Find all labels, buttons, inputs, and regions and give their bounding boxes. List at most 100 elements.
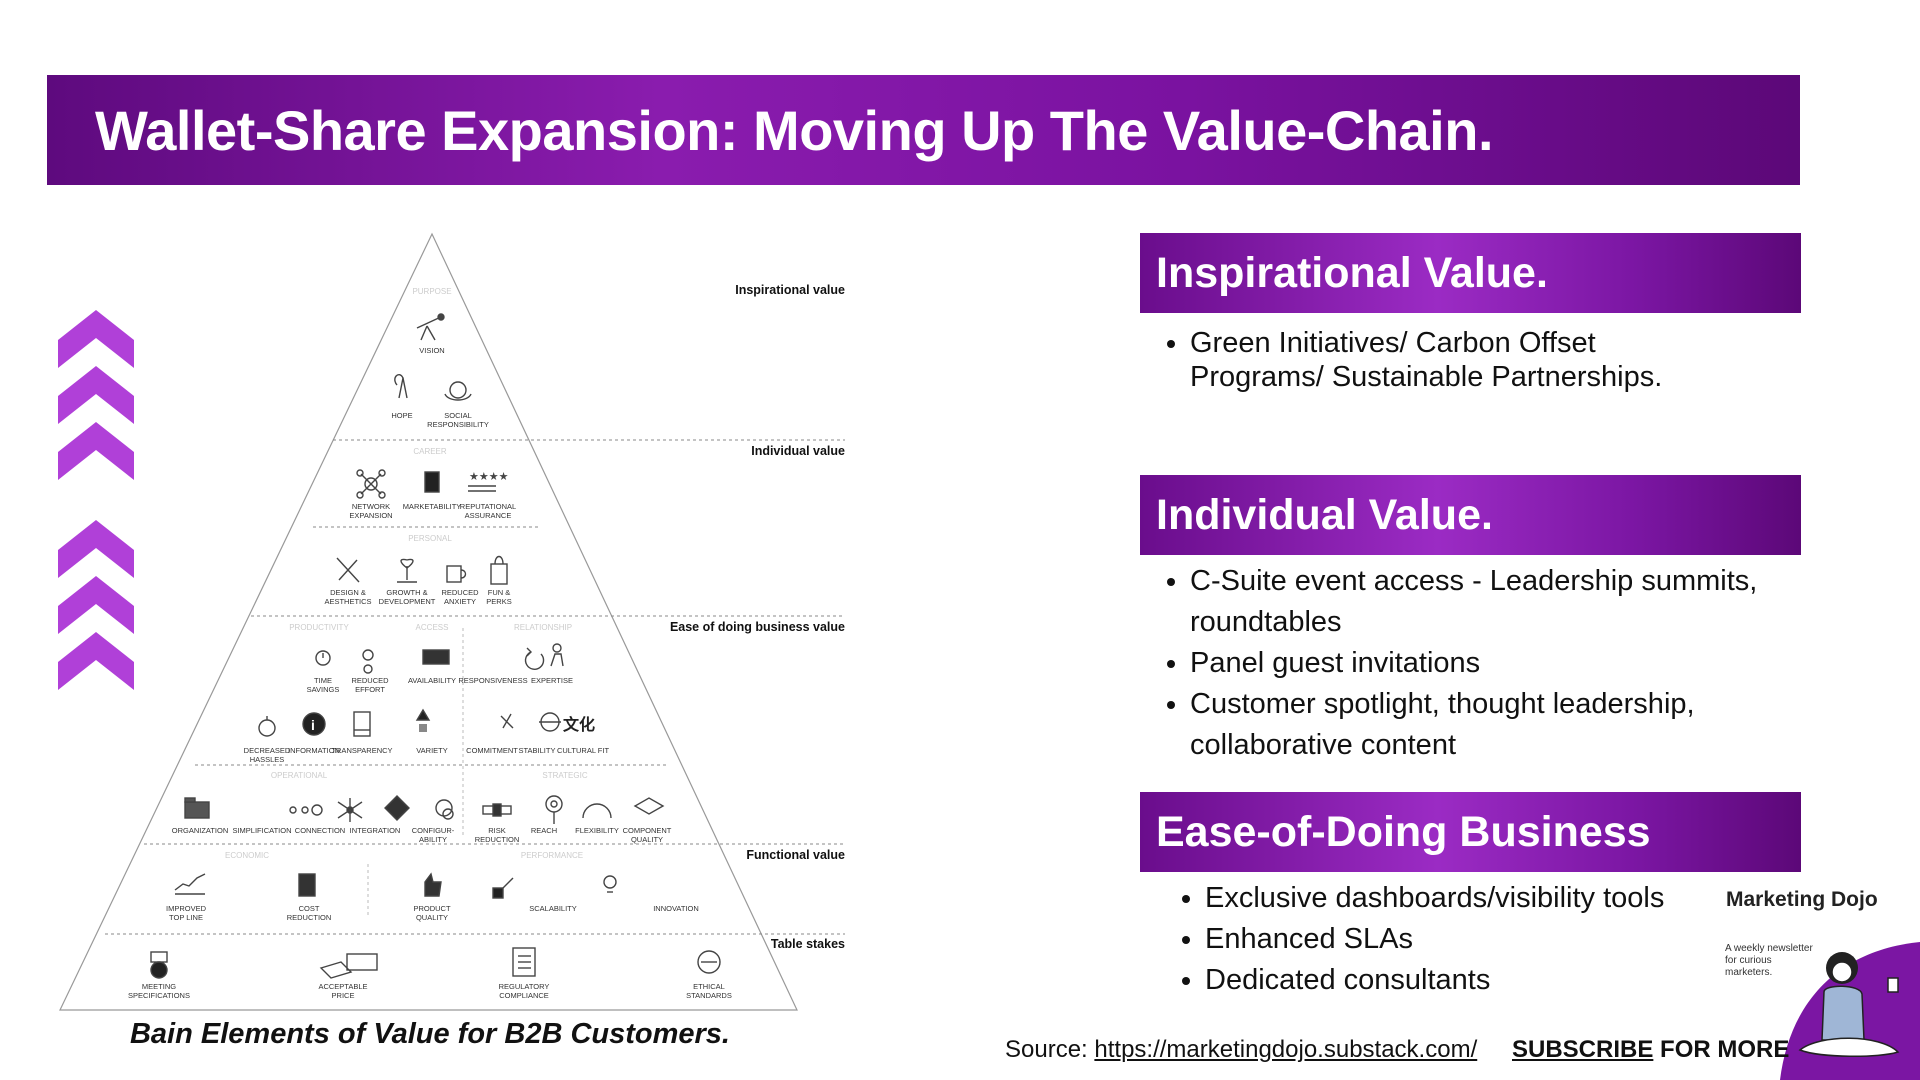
- chevron-up-icon: [58, 632, 134, 690]
- grid-icon: [422, 649, 450, 665]
- section-header-ease-of-doing-business: Ease-of-Doing Business: [1140, 792, 1801, 872]
- element-label: PERKS: [486, 597, 511, 606]
- category-label: ECONOMIC: [225, 851, 269, 860]
- subscribe-suffix: FOR MORE: [1653, 1036, 1790, 1063]
- pyramid-caption: Bain Elements of Value for B2B Customers…: [129, 1018, 730, 1050]
- element-label: REGULATORY: [499, 982, 550, 991]
- element-label: COMPONENT: [623, 826, 672, 835]
- bullet-item: Green Initiatives/ Carbon Offset Program…: [1190, 326, 1710, 394]
- thumbs-up-icon: [424, 872, 442, 897]
- element-label: REDUCTION: [287, 913, 332, 922]
- element-label: IMPROVED: [166, 904, 207, 913]
- component-quality-icon: [633, 797, 665, 815]
- element-label: STABILITY: [519, 746, 556, 755]
- scalability-icon: [492, 877, 514, 899]
- pencil-ruler-icon: [336, 557, 360, 583]
- element-label: MEETING: [142, 982, 176, 991]
- source-label: Source:: [1005, 1036, 1088, 1063]
- money-bag-icon: [298, 873, 316, 897]
- element-label: COST: [299, 904, 320, 913]
- element-label: SPECIFICATIONS: [128, 991, 190, 1000]
- element-label: REDUCED: [441, 588, 479, 597]
- risk-reduction-icon: [482, 803, 512, 817]
- organization-icon: [184, 797, 210, 819]
- telescope-icon: [416, 313, 445, 341]
- cultural-fit-icon: 文化: [563, 715, 595, 734]
- element-label: DEVELOPMENT: [379, 597, 436, 606]
- info-icon: i: [302, 712, 326, 736]
- element-label: PRODUCT: [413, 904, 451, 913]
- globe-hands-icon: [444, 381, 472, 401]
- configurability-icon: [435, 799, 454, 820]
- chevron-up-icons: [58, 310, 134, 690]
- bullet-item: Enhanced SLAs: [1205, 919, 1765, 960]
- element-label: EXPANSION: [349, 511, 392, 520]
- section-bullets: Green Initiatives/ Carbon Offset Program…: [1140, 326, 1710, 394]
- document-icon: [353, 711, 371, 737]
- element-label: HOPE: [391, 411, 412, 420]
- person-icon: [550, 643, 564, 667]
- section-heading: Individual Value.: [1156, 490, 1493, 539]
- bullet-item: Exclusive dashboards/visibility tools: [1205, 878, 1765, 919]
- element-label: REDUCTION: [475, 835, 520, 844]
- element-label: HASSLES: [250, 755, 285, 764]
- element-label: FUN &: [488, 588, 511, 597]
- element-label: AESTHETICS: [324, 597, 371, 606]
- ethical-handshake-icon: [697, 950, 721, 974]
- tier-label-table-stakes: Table stakes: [771, 937, 845, 951]
- section-heading: Inspirational Value.: [1156, 248, 1548, 297]
- chevron-up-icon: [58, 422, 134, 480]
- category-label: PURPOSE: [412, 287, 451, 296]
- category-label: PERFORMANCE: [521, 851, 583, 860]
- element-label: PRICE: [332, 991, 355, 1000]
- chevron-up-icon: [58, 366, 134, 424]
- element-label: SIMPLIFICATION: [232, 826, 291, 835]
- element-label: REACH: [531, 826, 557, 835]
- subscribe-cta[interactable]: SUBSCRIBE FOR MORE: [1512, 1036, 1789, 1064]
- element-label: DESIGN &: [330, 588, 366, 597]
- chevron-up-icon: [58, 520, 134, 578]
- element-label: VISION: [419, 346, 444, 355]
- element-label: REPUTATIONAL: [460, 502, 516, 511]
- bag-icon: [490, 555, 508, 585]
- element-label: ABILITY: [419, 835, 447, 844]
- element-label: VARIETY: [416, 746, 448, 755]
- brand-name: Marketing Dojo: [1726, 888, 1878, 911]
- element-label: ORGANIZATION: [172, 826, 229, 835]
- element-label: ASSURANCE: [465, 511, 512, 520]
- element-label: GROWTH &: [386, 588, 427, 597]
- stability-icon: [539, 712, 561, 732]
- source-link[interactable]: https://marketingdojo.substack.com/: [1094, 1036, 1478, 1063]
- section-header-inspirational: Inspirational Value.: [1140, 233, 1801, 313]
- element-label: COMMITMENT: [466, 746, 518, 755]
- element-label: ACCEPTABLE: [318, 982, 367, 991]
- svg-text:★★★★: ★★★★: [469, 471, 509, 483]
- stopwatch-icon: [315, 650, 331, 666]
- subscribe-link[interactable]: SUBSCRIBE: [1512, 1036, 1654, 1063]
- bullet-item: Dedicated consultants: [1205, 960, 1765, 1001]
- category-label: ACCESS: [416, 623, 449, 632]
- element-label: SOCIAL: [444, 411, 472, 420]
- page-title: Wallet-Share Expansion: Moving Up The Va…: [95, 98, 1494, 162]
- svg-text:i: i: [311, 717, 315, 733]
- element-label: REDUCED: [351, 676, 389, 685]
- price-hand-icon: [319, 953, 378, 979]
- reach-icon: [545, 795, 563, 824]
- category-label: STRATEGIC: [542, 771, 587, 780]
- element-label: RESPONSIBILITY: [427, 420, 489, 429]
- element-label: MARKETABILITY: [403, 502, 462, 511]
- element-label: AVAILABILITY: [408, 676, 456, 685]
- chart-up-icon: [174, 873, 206, 895]
- stars-icon: ★★★★: [468, 471, 509, 492]
- element-label: SAVINGS: [307, 685, 340, 694]
- flexibility-icon: [582, 803, 612, 819]
- element-label: INNOVATION: [653, 904, 699, 913]
- element-label: CONNECTION: [295, 826, 345, 835]
- element-label: EXPERTISE: [531, 676, 573, 685]
- section-bullets: Exclusive dashboards/visibility tools En…: [1155, 878, 1765, 1001]
- category-label: RELATIONSHIP: [514, 623, 572, 632]
- integration-icon: [384, 795, 410, 821]
- element-label: TIME: [314, 676, 332, 685]
- ribbon-icon: [394, 374, 408, 399]
- title-banner: Wallet-Share Expansion: Moving Up The Va…: [47, 75, 1800, 185]
